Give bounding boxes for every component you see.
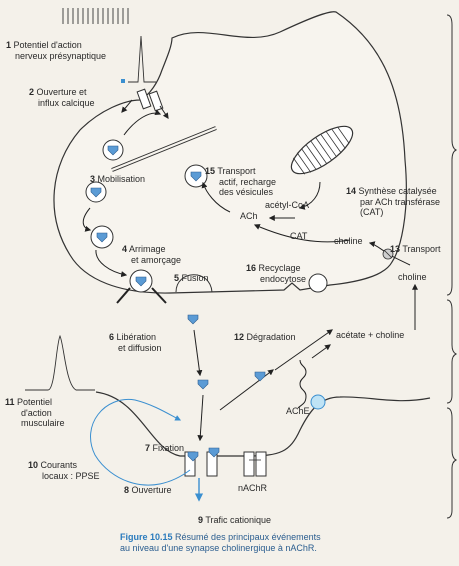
label-15-text: Transport bbox=[217, 166, 255, 176]
label-14-text2: par ACh transférase bbox=[346, 197, 440, 207]
label-11-number: 11 bbox=[5, 397, 15, 407]
label-6: 6 Libération et diffusion bbox=[109, 332, 161, 353]
label-13: 13 Transport bbox=[390, 244, 441, 255]
label-15-text2: actif, recharge bbox=[205, 177, 276, 187]
label-15: 15 Transport actif, recharge des vésicul… bbox=[205, 166, 276, 198]
label-1-number: 1 bbox=[6, 40, 11, 50]
label-2-number: 2 bbox=[29, 87, 34, 97]
label-10-text: Courants bbox=[41, 460, 78, 470]
label-10-number: 10 bbox=[28, 460, 38, 470]
label-4-number: 4 bbox=[122, 244, 127, 254]
section-brackets bbox=[447, 15, 456, 518]
label-14-number: 14 bbox=[346, 186, 356, 196]
label-14-text3: (CAT) bbox=[346, 207, 383, 217]
released-ach bbox=[188, 315, 198, 324]
label-1-text2: nerveux présynaptique bbox=[6, 51, 106, 61]
chem-cat: CAT bbox=[290, 231, 307, 242]
label-9: 9 Trafic cationique bbox=[198, 515, 271, 526]
caption-figure-number: Figure 10.15 bbox=[120, 532, 173, 542]
diffusion-arrows bbox=[194, 330, 332, 440]
label-12-text: Dégradation bbox=[247, 332, 296, 342]
label-2: 2 Ouverture et influx calcique bbox=[29, 87, 95, 108]
label-10-text2: locaux : PPSE bbox=[28, 471, 100, 481]
label-16-text: Recyclage bbox=[259, 263, 301, 273]
recycling-vesicle bbox=[309, 274, 327, 292]
label-10: 10 Courants locaux : PPSE bbox=[28, 460, 100, 481]
label-9-number: 9 bbox=[198, 515, 203, 525]
label-8-number: 8 bbox=[124, 485, 129, 495]
label-4-text: Arrimage bbox=[129, 244, 166, 254]
label-7-text: Fixation bbox=[153, 443, 185, 453]
label-3-number: 3 bbox=[90, 174, 95, 184]
label-8-text: Ouverture bbox=[132, 485, 172, 495]
label-13-text: Transport bbox=[402, 244, 440, 254]
chem-nachr: nAChR bbox=[238, 483, 267, 494]
caption-line1: Résumé des principaux événements bbox=[175, 532, 321, 542]
chem-choline-inside: choline bbox=[334, 236, 363, 247]
label-14: 14 Synthèse catalysée par ACh transféras… bbox=[346, 186, 440, 218]
calcium-ion bbox=[121, 79, 125, 83]
label-15-text3: des vésicules bbox=[205, 187, 273, 197]
label-8: 8 Ouverture bbox=[124, 485, 172, 496]
chem-ache: AChE bbox=[286, 406, 310, 417]
label-11-text2: d'action bbox=[5, 408, 52, 418]
label-4-text2: et amorçage bbox=[122, 255, 181, 265]
label-7-number: 7 bbox=[145, 443, 150, 453]
label-7: 7 Fixation bbox=[145, 443, 184, 454]
label-11-text: Potentiel bbox=[17, 397, 52, 407]
label-12: 12 Dégradation bbox=[234, 332, 296, 343]
label-2-text2: influx calcique bbox=[29, 98, 95, 108]
label-3-text: Mobilisation bbox=[98, 174, 146, 184]
figure-caption: Figure 10.15 Résumé des principaux événe… bbox=[120, 532, 321, 554]
label-1: 1 Potentiel d'action nerveux présynaptiq… bbox=[6, 40, 106, 61]
label-4: 4 Arrimage et amorçage bbox=[122, 244, 181, 265]
ache-enzyme-squiggle bbox=[298, 360, 306, 408]
label-6-number: 6 bbox=[109, 332, 114, 342]
label-16-number: 16 bbox=[246, 263, 256, 273]
chem-ach: ACh bbox=[240, 211, 258, 222]
label-11-text3: musculaire bbox=[5, 418, 65, 428]
caption-line2: au niveau d'une synapse cholinergique à … bbox=[120, 543, 317, 553]
label-5: 5 Fusion bbox=[174, 273, 209, 284]
chem-acetate-choline: acétate + choline bbox=[336, 330, 404, 341]
label-2-text: Ouverture et bbox=[37, 87, 87, 97]
label-6-text2: et diffusion bbox=[109, 343, 161, 353]
label-12-number: 12 bbox=[234, 332, 244, 342]
label-15-number: 15 bbox=[205, 166, 215, 176]
label-6-text: Libération bbox=[117, 332, 157, 342]
ach-in-cleft bbox=[198, 372, 265, 389]
label-16: 16 Recyclage endocytose bbox=[246, 263, 306, 284]
ache-globule bbox=[311, 395, 325, 409]
label-9-text: Trafic cationique bbox=[205, 515, 271, 525]
label-1-text: Potentiel d'action bbox=[14, 40, 82, 50]
label-3: 3 Mobilisation bbox=[90, 174, 145, 185]
chem-choline-outside: choline bbox=[398, 272, 427, 283]
label-13-number: 13 bbox=[390, 244, 400, 254]
label-5-text: Fusion bbox=[182, 273, 209, 283]
label-5-number: 5 bbox=[174, 273, 179, 283]
chem-acetyl-coa: acétyl-CoA bbox=[265, 200, 309, 211]
label-16-text2: endocytose bbox=[246, 274, 306, 284]
label-14-text: Synthèse catalysée bbox=[359, 186, 437, 196]
muscle-ap-trace bbox=[25, 336, 95, 390]
label-11: 11 Potentiel d'action musculaire bbox=[5, 397, 65, 429]
